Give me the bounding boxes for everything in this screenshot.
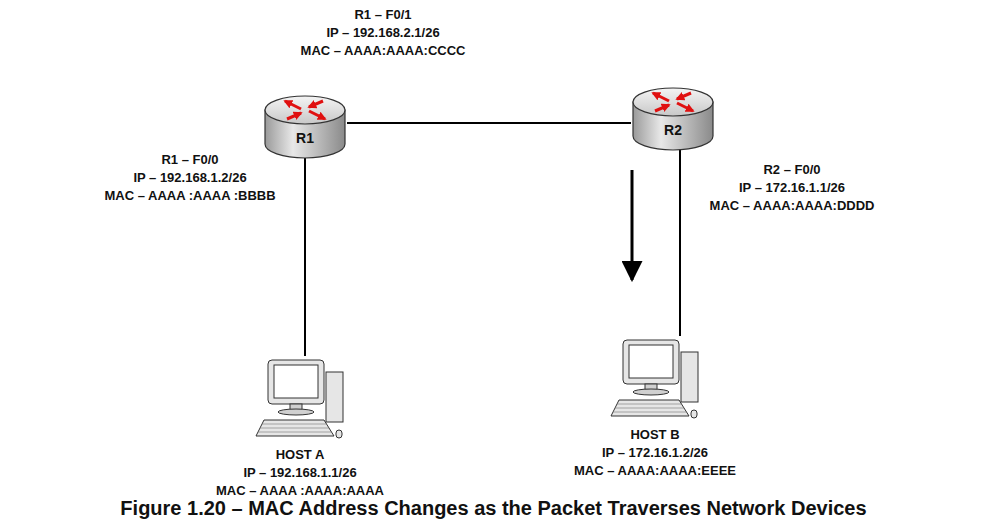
- network-link: [347, 122, 631, 124]
- host-address: IP – 192.168.1.1/26: [180, 464, 420, 482]
- router-node: R1: [263, 94, 347, 160]
- key-row: [258, 432, 332, 433]
- router-arrow: [677, 103, 693, 111]
- pc-screen: [629, 345, 673, 378]
- pc-mouse: [336, 430, 342, 438]
- host-name: HOST A: [180, 446, 420, 464]
- interface-label: IP – 192.168.1.2/26: [70, 169, 310, 187]
- interface-label: MAC – AAAA :AAAA :BBBB: [70, 187, 310, 205]
- computer-icon: [250, 356, 350, 446]
- pc-keyboard: [611, 400, 689, 416]
- key-row: [262, 424, 327, 425]
- figure-caption: Figure 1.20 – MAC Address Changes as the…: [0, 496, 987, 520]
- interface-label: MAC – AAAA:AAAA:CCCC: [263, 42, 503, 60]
- key-row: [615, 408, 684, 409]
- pc-screen: [274, 365, 318, 398]
- router-symbol: [631, 86, 715, 152]
- key-row: [260, 428, 329, 429]
- router-top: [633, 88, 713, 116]
- host-name: HOST B: [535, 426, 775, 444]
- pc-base: [278, 409, 314, 415]
- host-node: HOST BIP – 172.16.1.2/26MAC – AAAA:AAAA:…: [535, 336, 775, 480]
- interface-label: R2 – F0/0: [672, 161, 912, 179]
- host-address: MAC – AAAA:AAAA:EEEE: [535, 462, 775, 480]
- network-link: [679, 148, 681, 336]
- pc-tower: [681, 352, 698, 402]
- router-name: R2: [631, 122, 715, 138]
- router-arrow: [309, 101, 323, 107]
- pc-mouse: [691, 410, 697, 418]
- host-address: IP – 172.16.1.2/26: [535, 444, 775, 462]
- pc-monitor: [623, 340, 679, 384]
- interface-label: MAC – AAAA:AAAA:DDDD: [672, 197, 912, 215]
- router-arrow: [655, 105, 669, 111]
- pc-tower: [326, 372, 343, 422]
- packet-direction-arrow: [631, 170, 634, 280]
- pc-keyboard: [256, 420, 334, 436]
- pc-monitor: [268, 360, 324, 404]
- router-name: R1: [263, 130, 347, 146]
- network-link: [304, 156, 306, 356]
- router-arrow: [653, 93, 669, 101]
- router-symbol: [263, 94, 347, 160]
- interface-label: IP – 192.168.2.1/26: [263, 24, 503, 42]
- interface-label: R1 – F0/0: [70, 151, 310, 169]
- interface-label: R1 – F0/1: [263, 6, 503, 24]
- key-row: [613, 412, 687, 413]
- router-arrow: [309, 111, 325, 119]
- key-row: [617, 404, 682, 405]
- computer-icon: [605, 336, 705, 426]
- router-top: [265, 96, 345, 124]
- pc-base: [633, 389, 669, 395]
- router-arrow: [285, 101, 301, 109]
- router-node: R2: [631, 86, 715, 152]
- router-arrow: [287, 113, 301, 119]
- host-node: HOST AIP – 192.168.1.1/26MAC – AAAA :AAA…: [180, 356, 420, 500]
- interface-label: IP – 172.16.1.1/26: [672, 179, 912, 197]
- router-arrow: [677, 93, 691, 99]
